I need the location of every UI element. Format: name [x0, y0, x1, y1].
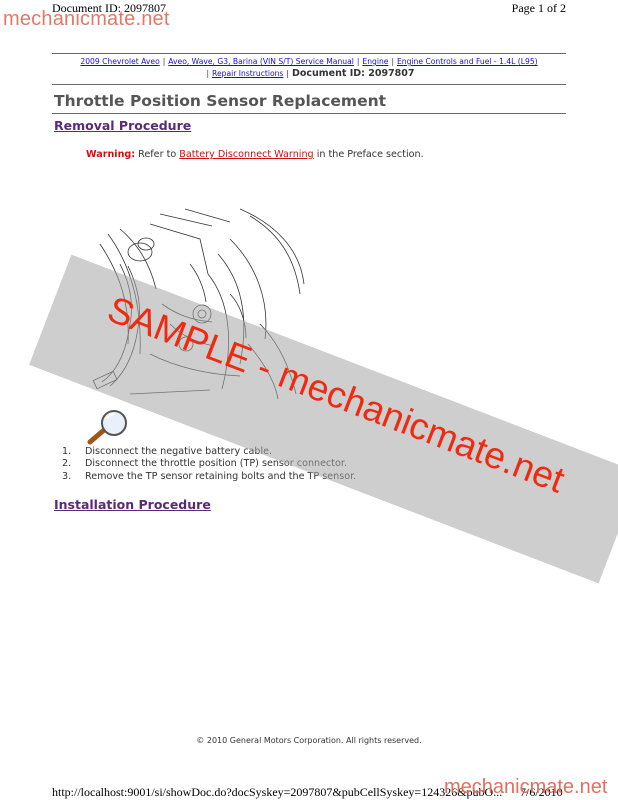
breadcrumb-separator: | — [206, 69, 210, 78]
document-id-header: Document ID: 2097807 — [52, 1, 166, 15]
removal-procedure-heading: Removal Procedure — [54, 118, 192, 133]
brand-logo-top: mechanicmate.net — [3, 8, 170, 30]
breadcrumb-separator: | — [286, 69, 289, 78]
warning-prefix: Refer to — [138, 149, 177, 160]
breadcrumb-document-id: Document ID: 2097807 — [291, 68, 415, 79]
magnifier-icon — [87, 410, 127, 445]
list-item: 3.Remove the TP sensor retaining bolts a… — [62, 470, 357, 482]
warning-label: Warning: — [86, 149, 136, 160]
warning-notice: Warning: Refer to Battery Disconnect War… — [86, 149, 424, 160]
battery-disconnect-warning-link[interactable]: Battery Disconnect Warning — [179, 149, 314, 160]
breadcrumb-link-engine-controls[interactable]: Engine Controls and Fuel - 1.4L (L95) — [397, 57, 538, 66]
list-item: 1.Disconnect the negative battery cable. — [62, 446, 273, 457]
breadcrumb-link-manual[interactable]: Aveo, Wave, G3, Barina (VIN S/T) Service… — [168, 57, 354, 66]
title-rule — [52, 113, 566, 114]
page-title: Throttle Position Sensor Replacement — [54, 92, 387, 110]
breadcrumb-link-repair-instructions[interactable]: Repair Instructions — [212, 69, 284, 78]
breadcrumb-separator: | — [391, 57, 394, 66]
installation-procedure-heading: Installation Procedure — [54, 497, 211, 512]
footer-date: 7/6/2010 — [520, 785, 563, 799]
warning-suffix: in the Preface section. — [316, 149, 424, 160]
brand-logo-bottom: mechanicmate.net — [444, 776, 608, 798]
top-rule — [52, 53, 566, 54]
footer-url: http://localhost:9001/si/showDoc.do?docS… — [52, 785, 503, 799]
removal-steps-list: 1.Disconnect the negative battery cable.… — [62, 446, 356, 483]
breadcrumb-separator: | — [162, 57, 166, 66]
page-number: Page 1 of 2 — [511, 1, 566, 15]
list-item: 2.Disconnect the throttle position (TP) … — [62, 458, 348, 470]
breadcrumb: 2009 Chevrolet Aveo|Aveo, Wave, G3, Bari… — [52, 56, 566, 80]
breadcrumb-link-vehicle[interactable]: 2009 Chevrolet Aveo — [80, 57, 160, 66]
breadcrumb-link-engine[interactable]: Engine — [362, 57, 389, 66]
breadcrumb-separator: | — [356, 57, 360, 66]
breadcrumb-rule — [52, 84, 566, 85]
copyright-notice: © 2010 General Motors Corporation. All r… — [196, 736, 422, 745]
